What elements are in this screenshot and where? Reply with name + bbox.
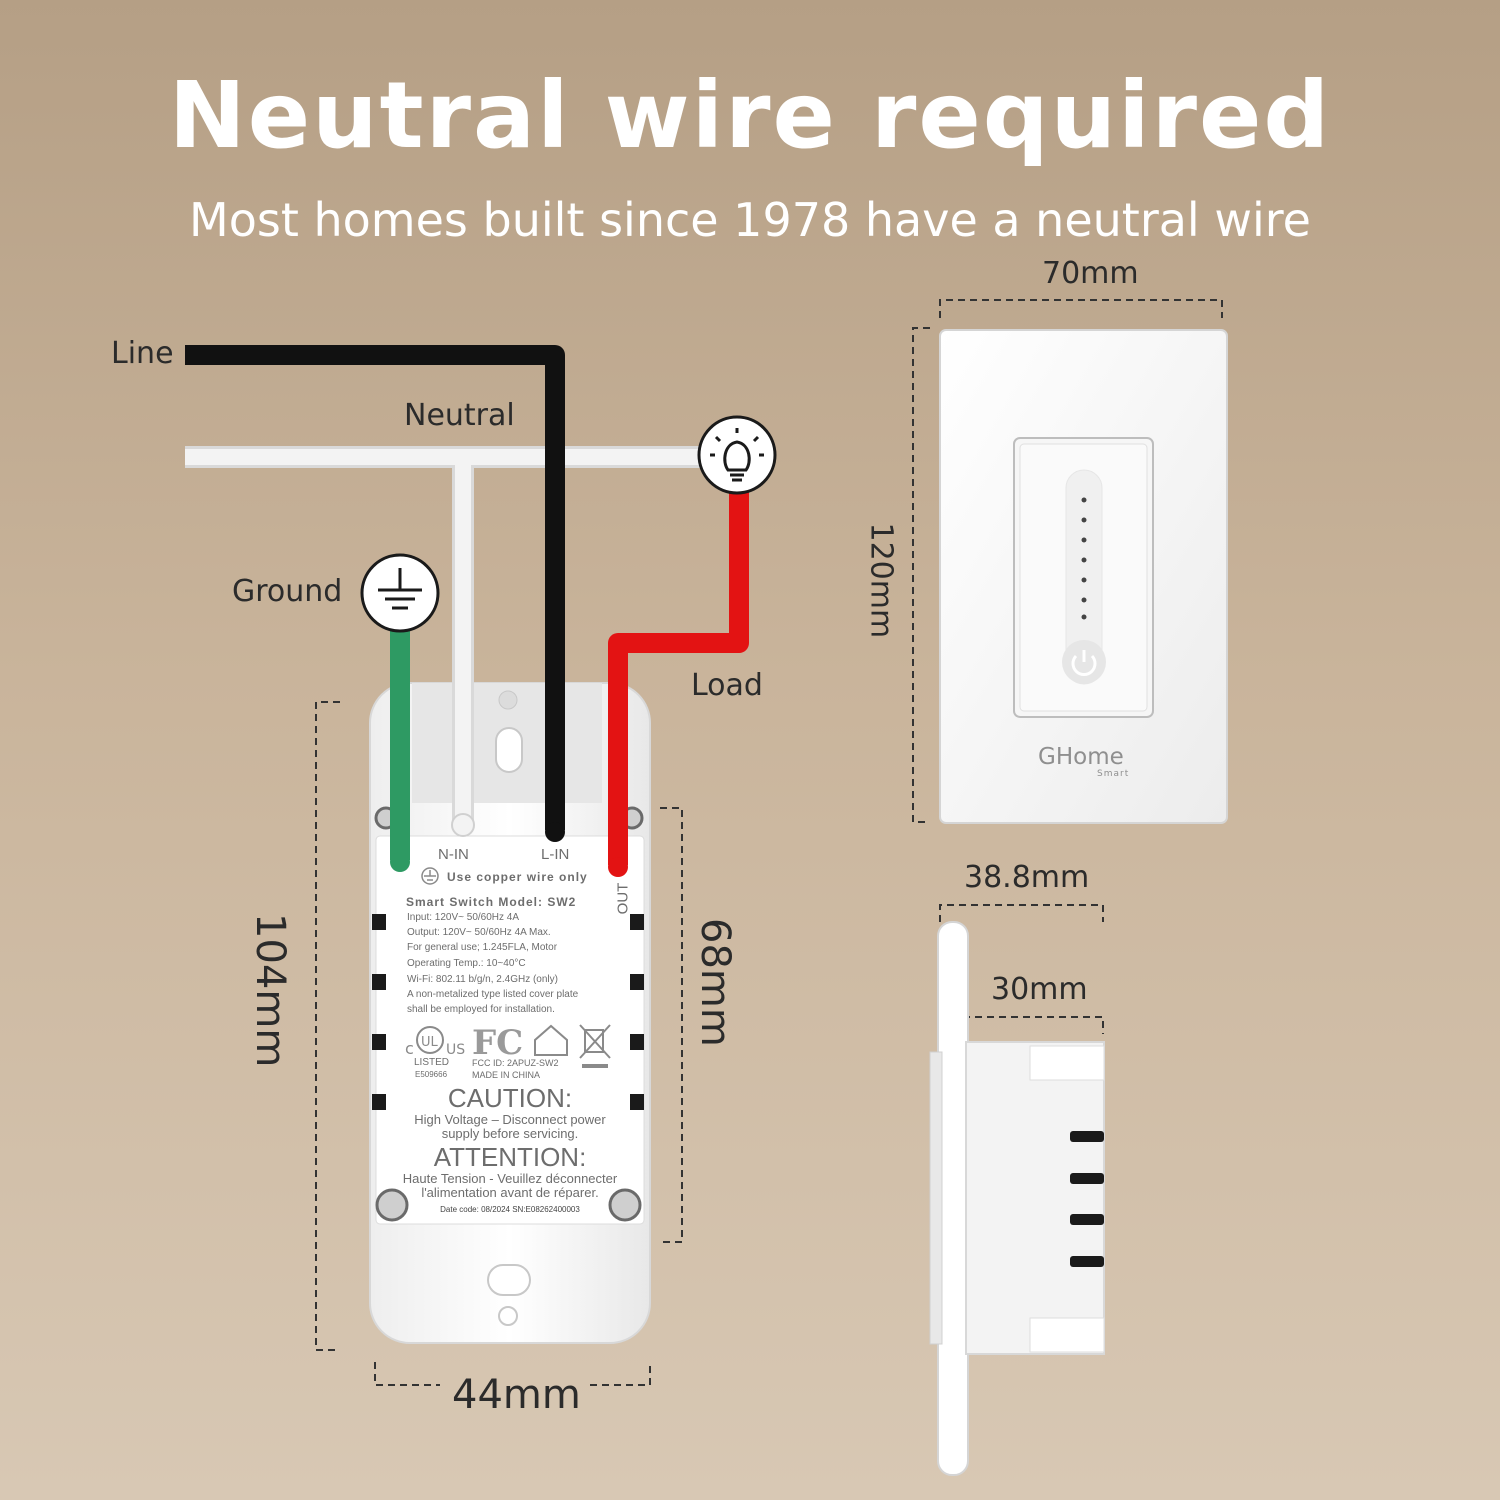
page-title: Neutral wire required: [168, 62, 1332, 169]
svg-text:US: US: [446, 1042, 465, 1058]
plate-height-dimension: 120mm: [863, 522, 899, 639]
weee-icon: [579, 1024, 611, 1068]
side-depth-dimension: 38.8mm: [964, 860, 1090, 895]
dimension-lines: [315, 299, 1223, 1386]
body-height-dimension: 104mm: [247, 913, 293, 1068]
brand-logo: GHome: [1038, 744, 1124, 770]
ul-logo: [416, 1026, 444, 1054]
terminal-n-in: N-IN: [438, 846, 469, 863]
spec-line: Operating Temp.: 10~40°C: [407, 958, 526, 969]
model-title: Smart Switch Model: SW2: [406, 895, 577, 909]
spec-line: Output: 120V~ 50/60Hz 4A Max.: [407, 927, 551, 938]
terminal-l-in: L-IN: [541, 846, 570, 863]
listed-text: LISTED: [414, 1057, 450, 1068]
caution-line: High Voltage – Disconnect power: [414, 1112, 606, 1127]
spec-line: For general use; 1.245FLA, Motor: [407, 942, 558, 953]
date-code: Date code: 08/2024 SN:E08262400003: [440, 1205, 580, 1214]
fcc-id: FCC ID: 2APUZ-SW2: [472, 1058, 559, 1068]
listed-number: E509666: [415, 1070, 448, 1079]
ground-icon: [360, 553, 440, 633]
bulb-icon: [697, 415, 777, 495]
attention-title: ATTENTION:: [433, 1142, 587, 1172]
line-label: Line: [111, 336, 174, 371]
caution-title: CAUTION:: [447, 1083, 573, 1113]
house-icon: [534, 1024, 568, 1056]
ground-label: Ground: [232, 574, 343, 609]
caution-line: supply before servicing.: [441, 1126, 579, 1141]
side-view: [929, 921, 1105, 1476]
switch-body: [369, 682, 651, 1344]
spec-line: A non-metalized type listed cover plate: [407, 989, 579, 1000]
spec-line: Wi-Fi: 802.11 b/g/n, 2.4GHz (only): [407, 974, 558, 985]
side-body-dimension: 30mm: [991, 972, 1088, 1007]
ul-logo-text: UL: [421, 1035, 439, 1050]
terminal-out: OUT: [614, 882, 632, 915]
neutral-wire: [185, 446, 700, 837]
brand-sub: Smart: [1097, 769, 1130, 779]
spec-line: shall be employed for installation.: [407, 1004, 555, 1015]
label-ground-icon: [421, 867, 439, 885]
body-width-dimension: 44mm: [452, 1372, 581, 1418]
page-subtitle: Most homes built since 1978 have a neutr…: [189, 193, 1311, 247]
copper-note: Use copper wire only: [447, 870, 588, 884]
fcc-logo: FC: [472, 1023, 523, 1063]
load-wire: [608, 485, 749, 865]
load-label: Load: [691, 668, 763, 703]
line-wire: [185, 345, 565, 830]
front-plate: [939, 329, 1228, 824]
plate-width-dimension: 70mm: [1042, 256, 1139, 291]
attention-line: Haute Tension - Veuillez déconnecter: [402, 1171, 618, 1186]
svg-text:c: c: [405, 1039, 414, 1058]
neutral-label: Neutral: [404, 398, 515, 433]
spec-line: Input: 120V~ 50/60Hz 4A: [407, 912, 520, 923]
attention-line: l'alimentation avant de réparer.: [421, 1185, 599, 1200]
label-height-dimension: 68mm: [692, 918, 738, 1047]
made-in: MADE IN CHINA: [472, 1070, 541, 1080]
power-icon: [1062, 640, 1106, 684]
